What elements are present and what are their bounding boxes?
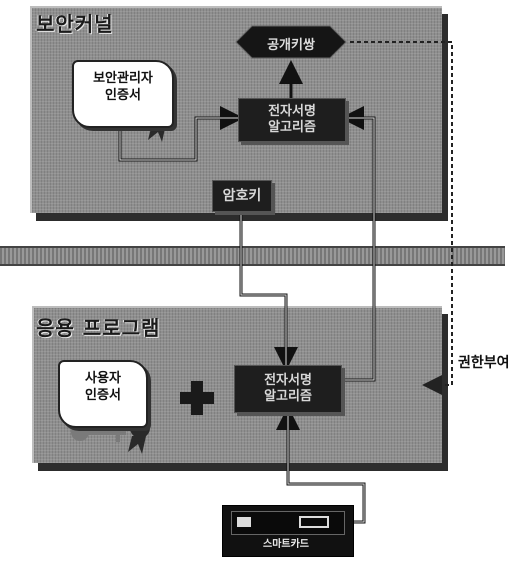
user-certificate-line2: 인증서: [85, 388, 121, 403]
kernel-algorithm-line2: 알고리즘: [268, 120, 316, 135]
smart-card: 스마트카드: [222, 505, 354, 557]
private-key-label: 암호키: [222, 188, 262, 204]
app-algorithm-to-kernel-line: [340, 106, 376, 382]
authorization-dashed-line: [350, 41, 453, 395]
admin-certificate-line1: 보안관리자: [93, 71, 153, 86]
private-key-to-app-line: [239, 210, 298, 371]
private-key-box: 암호키: [212, 180, 272, 212]
network-bus: [0, 246, 505, 266]
user-certificate-line1: 사용자: [85, 371, 121, 386]
app-algorithm-line1: 전자서명: [264, 373, 312, 388]
application-title: 응용 프로그램: [36, 316, 161, 340]
authorization-label: 권한부여: [458, 355, 510, 371]
smart-card-label: 스마트카드: [263, 539, 309, 550]
chip-icon: [237, 517, 251, 527]
public-key-diamond: [235, 25, 347, 59]
kernel-algorithm-line1: 전자서명: [268, 104, 316, 119]
app-signature-algorithm: 전자서명 알고리즘: [234, 365, 342, 413]
public-key-label: 공개키쌍: [267, 38, 315, 53]
card-mark-icon: [299, 516, 329, 528]
admin-certificate-line2: 인증서: [105, 88, 141, 103]
admin-certificate: 보안관리자 인증서: [72, 60, 174, 128]
user-certificate: 사용자 인증서: [58, 360, 148, 428]
app-algorithm-line2: 알고리즘: [264, 389, 312, 404]
plus-icon: [180, 381, 214, 415]
kernel-signature-algorithm: 전자서명 알고리즘: [238, 98, 346, 142]
security-kernel-title: 보안커널: [36, 12, 114, 36]
